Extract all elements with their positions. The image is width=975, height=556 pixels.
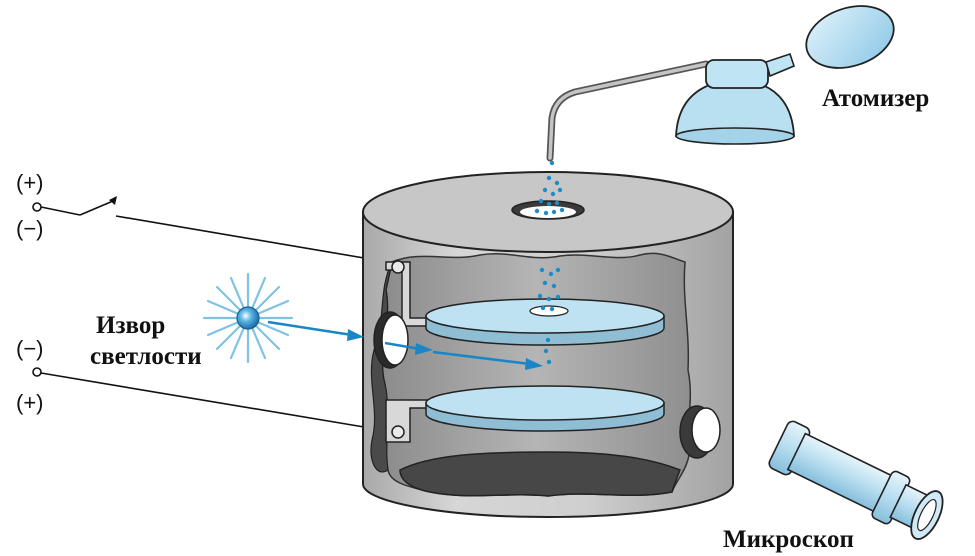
right-window xyxy=(679,405,721,459)
top-terminal xyxy=(32,202,42,212)
wires xyxy=(32,196,365,428)
left-window xyxy=(373,311,409,369)
light-source-label-line1: Извор xyxy=(96,312,165,339)
chamber-floor xyxy=(399,451,681,497)
top-plus-label: (+) xyxy=(16,170,44,195)
microscope-label: Микроскоп xyxy=(723,526,854,553)
lower-plate xyxy=(425,385,665,432)
atomizer-bulb xyxy=(805,5,895,69)
switch-lever xyxy=(79,200,114,216)
atomizer-label: Атомизер xyxy=(822,85,929,112)
bottom-plus-label: (+) xyxy=(16,390,44,415)
microscope xyxy=(768,420,944,540)
bottom-terminal xyxy=(32,367,42,377)
light-bulb xyxy=(236,306,260,330)
atomizer xyxy=(546,5,895,162)
upper-plate xyxy=(425,298,665,346)
light-beam xyxy=(267,320,543,370)
upper-plate-hole xyxy=(529,305,569,317)
top-minus-label: (−) xyxy=(16,216,44,241)
plate-brackets xyxy=(385,260,433,443)
switch-contact xyxy=(109,196,117,205)
light-source xyxy=(202,272,294,364)
bottom-minus-label: (−) xyxy=(16,336,44,361)
chamber-cylinder xyxy=(362,171,734,518)
oil-droplets xyxy=(534,160,565,365)
light-source-label-line2: светлости xyxy=(90,343,202,370)
